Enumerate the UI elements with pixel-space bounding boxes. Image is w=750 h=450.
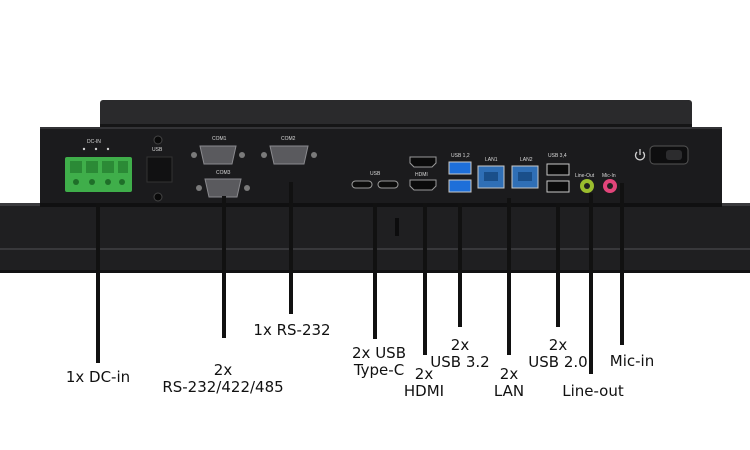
silk-lan1: LAN1: [485, 157, 498, 163]
callout-usb-type-c: 2x USB Type-C: [352, 344, 406, 379]
callout-lan: 2x LAN: [493, 365, 525, 400]
silk-usb: USB: [152, 147, 163, 153]
silk-lan2: LAN2: [520, 157, 533, 163]
usb32-port-1: [448, 161, 472, 175]
silk-line-out: Line-Out: [575, 173, 595, 179]
com3-port: [196, 178, 250, 198]
leader-usb-type-c: [373, 203, 377, 339]
silk-usb34: USB 3,4: [548, 153, 567, 159]
silk-com2: COM2: [281, 136, 296, 142]
callout-dc-in: 1x DC-in: [65, 368, 131, 386]
callout-line-out: Line-out: [562, 382, 624, 400]
leader-mic-in: [620, 183, 624, 345]
callout-usb32: 2x USB 3.2: [430, 336, 490, 371]
silk-com3: COM3: [216, 170, 231, 176]
usb-c-port-1: [351, 180, 373, 189]
hdmi-port-1: [409, 156, 437, 168]
callout-usb20: 2x USB 2.0: [528, 336, 588, 371]
hdmi-port-2: [409, 179, 437, 191]
usb20-port-2: [546, 180, 570, 193]
callout-mic-in: Mic-in: [609, 352, 655, 370]
silk-usb-c: USB: [370, 171, 381, 177]
power-icon: [634, 149, 646, 161]
leader-lan: [507, 198, 511, 355]
callout-rs232-422-485: 2x RS-232/422/485: [162, 361, 284, 396]
leader-usb20: [556, 203, 560, 327]
usb32-port-2: [448, 179, 472, 193]
com1-port: [191, 145, 245, 165]
callout-rs232: 1x RS-232: [253, 321, 331, 339]
leader-dc-in: [96, 203, 100, 363]
usb-c-port-2: [377, 180, 399, 189]
silk-dc-in: DC-IN: [87, 139, 101, 145]
usb-cover: [146, 156, 173, 183]
com2-port: [261, 145, 317, 165]
callout-hdmi: 2x HDMI: [403, 365, 445, 400]
silk-com1: COM1: [212, 136, 227, 142]
top-housing: [100, 100, 692, 128]
leader-rs232-422-485: [222, 196, 226, 338]
leader-line-out: [589, 193, 593, 374]
leader-usb32: [458, 203, 462, 327]
silk-hdmi: HDMI: [415, 172, 428, 178]
silk-usb12: USB 1,2: [451, 153, 470, 159]
leader-rs232: [289, 182, 293, 314]
screw: [153, 135, 163, 145]
usb20-port-1: [546, 163, 570, 176]
silk-mic-in: Mic-In: [602, 173, 616, 179]
leader-hdmi: [423, 203, 427, 355]
